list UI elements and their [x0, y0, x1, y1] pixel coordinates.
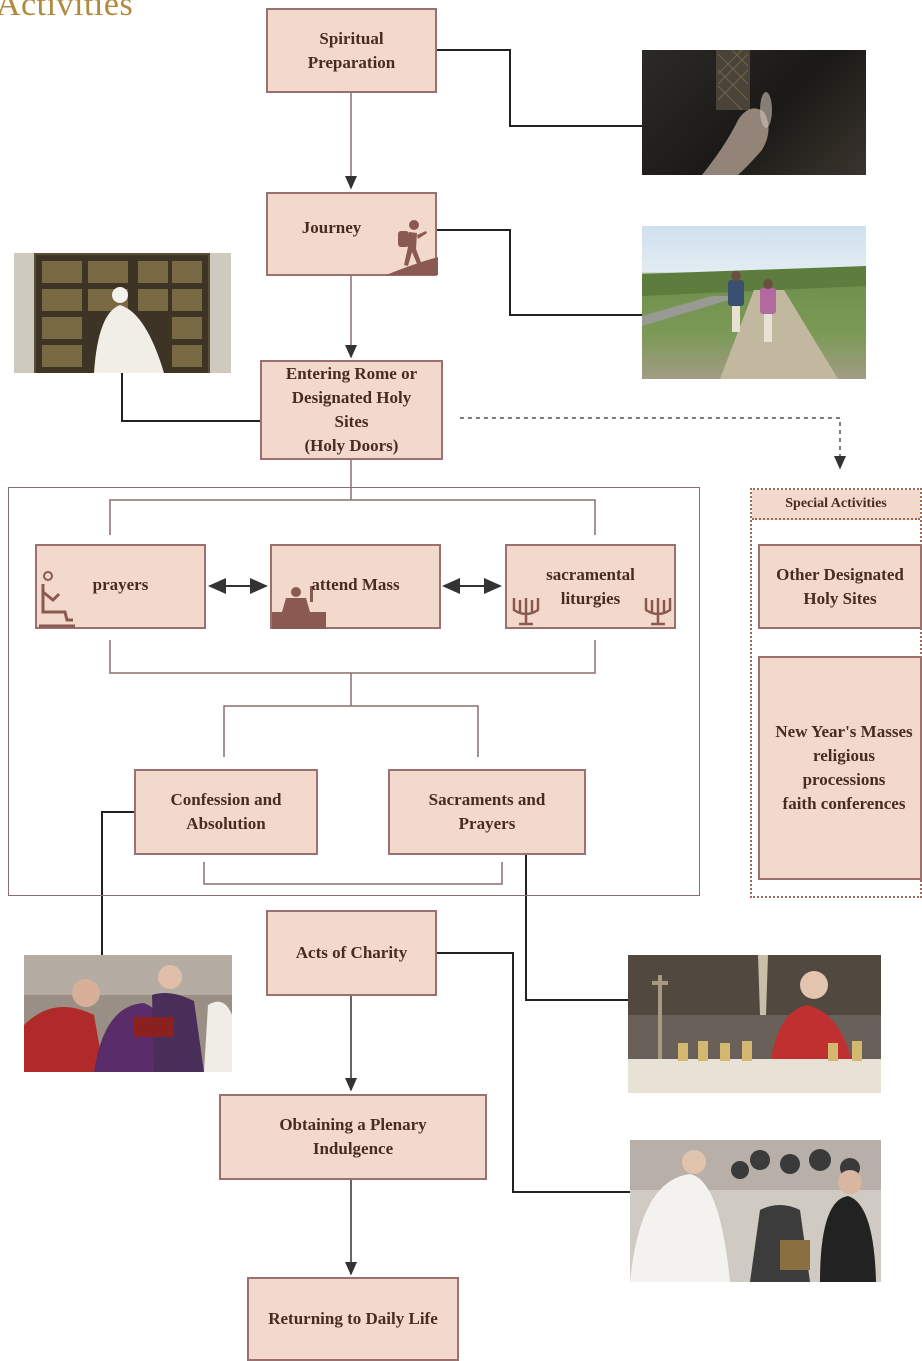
sacramental-liturgies-box: sacramental liturgies — [505, 544, 676, 629]
acts-of-charity-label: Acts of Charity — [295, 943, 408, 962]
prayers-label: prayers — [92, 574, 149, 594]
hiker-icon — [386, 220, 438, 275]
sacramental-liturgies-label: sacramental liturgies — [546, 564, 635, 608]
special-events-label: New Year's Masses religious processions … — [775, 722, 913, 813]
candelabra-icon — [512, 598, 540, 626]
confession-photo — [24, 955, 232, 1072]
spiritual-preparation-label: Spiritual Preparation — [307, 28, 396, 72]
confession-box: Confession and Absolution — [134, 769, 318, 855]
candelabra-icon — [644, 598, 672, 626]
bottom-bracket — [203, 862, 503, 885]
sacraments-prayers-box: Sacraments and Prayers — [388, 769, 586, 855]
pope-crowd-photo — [630, 1140, 881, 1282]
spiritual-preparation-box: Spiritual Preparation — [266, 8, 437, 93]
sacraments-prayers-label: Sacraments and Prayers — [428, 790, 546, 833]
activities-panel — [8, 487, 700, 896]
confession-label: Confession and Absolution — [170, 790, 282, 833]
entering-rome-label: Entering Rome or Designated Holy Sites (… — [285, 364, 418, 455]
confessional-photo — [642, 50, 866, 175]
prayers-box: prayers — [35, 544, 206, 629]
journey-box: Journey — [266, 192, 438, 276]
special-activities-title: Special Activities — [752, 490, 920, 520]
other-sites-label: Other Designated Holy Sites — [776, 564, 904, 608]
other-sites-box: Other Designated Holy Sites — [758, 544, 922, 629]
journey-label: Journey — [301, 218, 362, 237]
altar-icon — [272, 586, 326, 629]
daily-life-box: Returning to Daily Life — [247, 1277, 459, 1361]
dashed-arrow-special — [460, 417, 846, 470]
pilgrims-walking-photo — [642, 226, 866, 379]
split-bracket — [223, 705, 479, 757]
page-heading: Activities — [0, 0, 134, 23]
special-events-box: New Year's Masses religious processions … — [758, 656, 922, 880]
entering-rome-box: Entering Rome or Designated Holy Sites (… — [260, 360, 443, 460]
attend-mass-label: attend Mass — [311, 574, 400, 594]
attend-mass-box: attend Mass — [270, 544, 441, 629]
daily-life-label: Returning to Daily Life — [268, 1309, 438, 1328]
plenary-indulgence-box: Obtaining a Plenary Indulgence — [219, 1094, 487, 1180]
acts-of-charity-box: Acts of Charity — [266, 910, 437, 996]
kneeling-prayer-icon — [39, 571, 75, 628]
plenary-indulgence-label: Obtaining a Plenary Indulgence — [279, 1115, 427, 1158]
top-bracket — [109, 499, 596, 535]
mass-altar-photo — [628, 955, 881, 1093]
holy-door-photo — [14, 253, 231, 373]
middle-bracket — [109, 640, 596, 674]
